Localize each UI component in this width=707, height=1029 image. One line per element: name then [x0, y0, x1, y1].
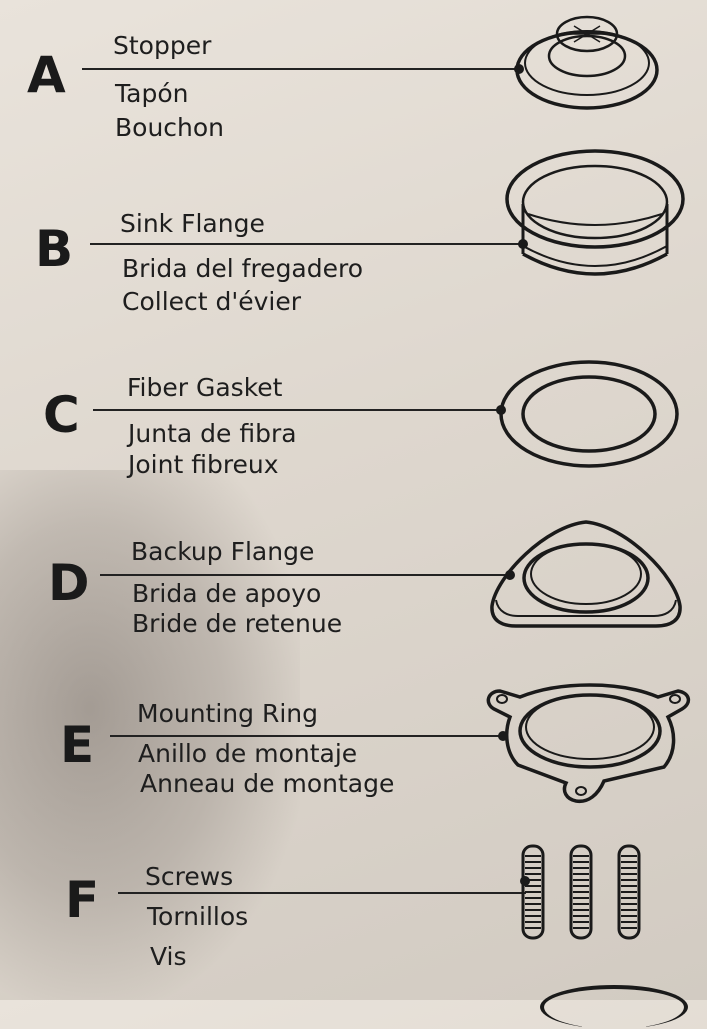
mounting-ring-icon [486, 683, 691, 804]
part-name-en: Backup Flange [131, 537, 315, 566]
part-a: A Stopper Tapón Bouchon [0, 0, 707, 160]
partial-next-part-icon [540, 985, 688, 1029]
fiber-gasket-icon [499, 360, 679, 468]
stopper-icon [515, 15, 659, 110]
part-name-fr: Bouchon [115, 113, 225, 142]
leader-dot [498, 731, 508, 741]
screws-icon [521, 844, 641, 940]
part-letter: C [43, 386, 80, 444]
part-name-es: Brida del fregadero [122, 254, 364, 283]
part-f: F Screws Tornillos Vis [0, 835, 707, 995]
part-e: E Mounting Ring Anillo de montaje Anneau… [0, 665, 707, 825]
part-name-es: Tapón [115, 79, 189, 108]
backup-flange-icon [490, 520, 682, 628]
part-name-en: Mounting Ring [137, 699, 318, 728]
part-name-es: Junta de fibra [128, 419, 297, 448]
leader-line [110, 735, 502, 737]
part-letter: D [48, 554, 90, 612]
part-letter: F [65, 871, 100, 929]
part-name-es: Brida de apoyo [132, 579, 322, 608]
part-letter: E [60, 716, 95, 774]
leader-line [118, 892, 526, 894]
leader-line [82, 68, 518, 70]
part-name-en: Fiber Gasket [127, 373, 283, 402]
part-name-fr: Bride de retenue [132, 609, 343, 638]
part-name-fr: Anneau de montage [140, 769, 395, 798]
leader-dot [505, 570, 515, 580]
part-name-en: Stopper [113, 31, 212, 60]
part-name-en: Screws [145, 862, 234, 891]
leader-line [93, 409, 501, 411]
part-name-fr: Collect d'évier [122, 287, 302, 316]
part-name-fr: Vis [150, 942, 187, 971]
part-b: B Sink Flange Brida del fregadero Collec… [0, 149, 707, 320]
leader-dot [514, 64, 524, 74]
part-name-es: Tornillos [147, 902, 249, 931]
part-d: D Backup Flange Brida de apoyo Bride de … [0, 500, 707, 660]
sink-flange-icon [505, 149, 685, 276]
part-name-en: Sink Flange [120, 209, 265, 238]
part-name-es: Anillo de montaje [138, 739, 358, 768]
leader-line [100, 574, 510, 576]
part-letter: B [35, 220, 74, 278]
part-c: C Fiber Gasket Junta de fibra Joint fibr… [0, 330, 707, 490]
leader-line [90, 243, 522, 245]
part-name-fr: Joint fibreux [128, 450, 279, 479]
part-letter: A [27, 46, 66, 104]
